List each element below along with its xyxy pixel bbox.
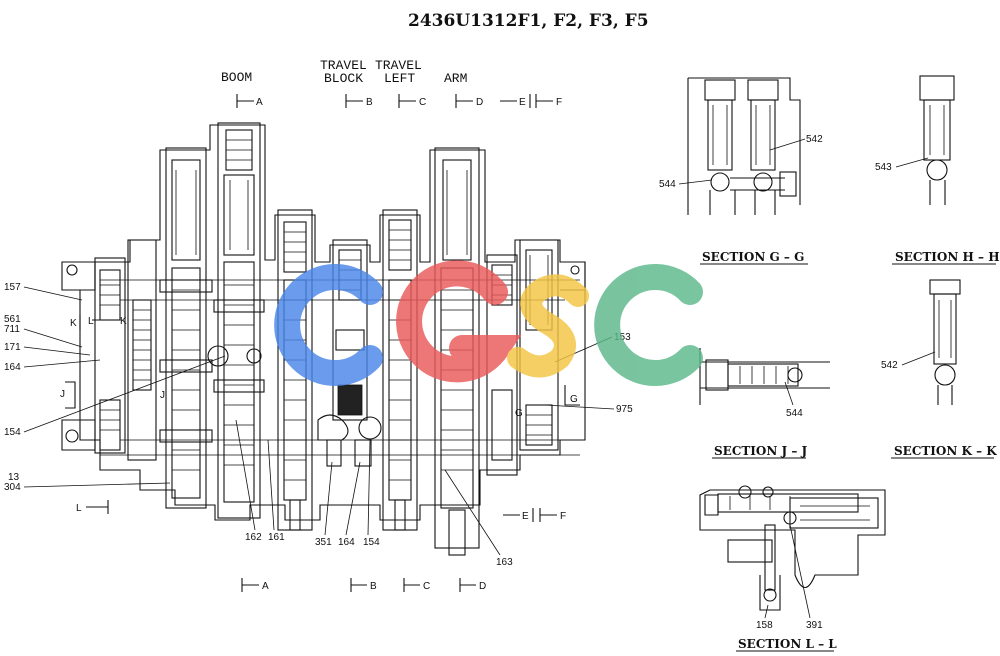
side-marker-j: J J [60, 381, 165, 409]
section-marker-mid-l: L [76, 500, 109, 514]
svg-text:A: A [262, 581, 269, 592]
part-154b: 154 [363, 537, 380, 548]
cgsc-watermark [274, 260, 703, 386]
svg-text:D: D [479, 581, 486, 592]
part-154a: 154 [4, 427, 21, 438]
svg-text:G: G [515, 408, 523, 419]
part-542b: 542 [881, 360, 898, 371]
spool-boom-1 [159, 147, 213, 509]
watermark-letter-g [396, 260, 522, 383]
part-164a: 164 [4, 362, 21, 373]
part-975: 975 [616, 404, 633, 415]
section-marker-bottom-a: A [241, 578, 269, 592]
part-543: 543 [875, 162, 892, 173]
svg-text:J: J [60, 389, 65, 400]
svg-text:D: D [476, 97, 483, 108]
part-158: 158 [756, 620, 773, 631]
watermark-letter-c2 [594, 264, 703, 386]
section-gg-drawing: 544 542 [659, 77, 823, 215]
svg-text:K: K [70, 318, 77, 329]
svg-text:G: G [570, 394, 578, 405]
svg-text:L: L [76, 503, 82, 514]
section-marker-top-a: A [236, 94, 263, 108]
section-marker-top-c: C [398, 94, 426, 108]
part-561: 561 [4, 314, 21, 325]
section-jj-label: SECTION J – J [714, 444, 808, 458]
drawing-title: 2436U1312F1, F2, F3, F5 [408, 11, 649, 31]
label-travel-block-1: TRAVEL [320, 58, 367, 73]
svg-text:J: J [160, 390, 165, 401]
section-marker-mid-e: E [503, 508, 534, 522]
part-161: 161 [268, 532, 285, 543]
section-marker-top-d: D [455, 94, 483, 108]
section-hh-drawing: 543 [875, 75, 955, 205]
part-544b: 544 [786, 408, 803, 419]
section-marker-mid-f: F [539, 508, 566, 522]
main-valve-assembly [61, 124, 586, 521]
label-boom: BOOM [221, 70, 252, 85]
part-351: 351 [315, 537, 332, 548]
svg-text:K: K [120, 316, 127, 327]
section-marker-top-b: B [345, 94, 373, 108]
part-304: 304 [4, 482, 21, 493]
section-marker-top-e: E [500, 94, 531, 108]
svg-text:E: E [522, 511, 529, 522]
section-ll-drawing: 158 391 [699, 485, 886, 631]
section-kk-drawing: 542 [881, 279, 961, 405]
spool-boom-2 [207, 122, 265, 519]
section-gg-label: SECTION G – G [702, 250, 804, 264]
section-marker-bottom-c: C [403, 578, 430, 592]
label-travel-left-2: LEFT [384, 71, 415, 86]
svg-text:F: F [556, 97, 562, 108]
part-171: 171 [4, 342, 21, 353]
svg-text:C: C [423, 581, 430, 592]
part-162: 162 [245, 532, 262, 543]
svg-text:B: B [370, 581, 377, 592]
spool-travel-left [382, 209, 418, 531]
section-marker-bottom-d: D [459, 578, 486, 592]
section-ll-label: SECTION L – L [738, 637, 837, 651]
svg-text:L: L [88, 316, 94, 327]
section-marker-top-f: F [535, 94, 562, 108]
part-711: 711 [4, 324, 20, 335]
part-544a: 544 [659, 179, 676, 190]
section-jj-drawing: 544 [699, 348, 830, 419]
svg-text:F: F [560, 511, 566, 522]
side-marker-k: K L K [70, 315, 127, 330]
label-arm: ARM [444, 71, 467, 86]
spool-left-relief [94, 239, 157, 461]
part-164b: 164 [338, 537, 355, 548]
svg-text:A: A [256, 97, 263, 108]
section-marker-bottom-b: B [350, 578, 377, 592]
svg-text:B: B [366, 97, 373, 108]
watermark-letter-s [507, 274, 589, 378]
section-hh-label: SECTION H – H [895, 250, 1000, 264]
part-391: 391 [806, 620, 823, 631]
svg-text:E: E [519, 97, 526, 108]
svg-text:C: C [419, 97, 426, 108]
part-157: 157 [4, 282, 21, 293]
side-marker-g: G G [515, 385, 580, 419]
part-13: 13 [8, 472, 20, 483]
watermark-letter-c1 [274, 264, 383, 386]
callouts-main: 157 561 711 171 164 154 13 304 162 161 3… [4, 282, 633, 568]
section-kk-label: SECTION K – K [894, 444, 997, 458]
part-153: 153 [614, 332, 631, 343]
label-travel-left-1: TRAVEL [375, 58, 422, 73]
label-travel-block-2: BLOCK [324, 71, 363, 86]
part-542a: 542 [806, 134, 823, 145]
part-163: 163 [496, 557, 513, 568]
